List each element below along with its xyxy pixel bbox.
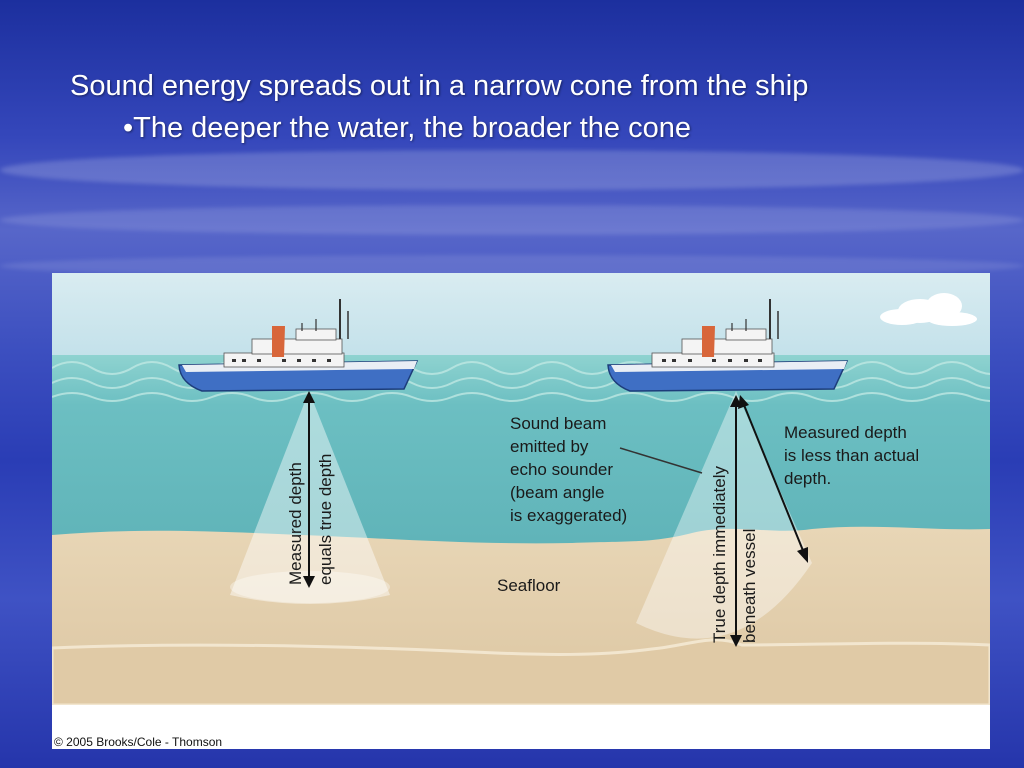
label-sound-beam-3: echo sounder <box>510 460 613 479</box>
sound-cone-right <box>636 391 812 639</box>
background-streak <box>0 205 1024 235</box>
label-sound-beam-4: (beam angle <box>510 483 605 502</box>
slide-bullet: •The deeper the water, the broader the c… <box>123 112 691 144</box>
beam-callout-line <box>619 447 703 474</box>
measured-depth-arrow <box>738 395 808 563</box>
label-measured-depth-left: Measured depth <box>286 462 305 585</box>
label-true-depth-2: beneath vessel <box>740 529 759 643</box>
label-seafloor: Seafloor <box>497 576 561 595</box>
slide-title: Sound energy spreads out in a narrow con… <box>70 70 809 102</box>
depth-arrow-left <box>303 391 315 588</box>
bedrock-layer <box>52 638 990 705</box>
label-equals-true-depth: equals true depth <box>316 454 335 585</box>
ship-left <box>178 299 419 392</box>
label-sound-beam-1: Sound beam <box>510 414 606 433</box>
ship-right <box>607 299 849 392</box>
label-measured-less-2: is less than actual <box>784 446 919 465</box>
background-streak <box>0 150 1024 190</box>
credit-bar: © 2005 Brooks/Cole - Thomson <box>52 705 990 749</box>
cone-footprint-left <box>230 571 390 603</box>
background-streak <box>0 255 1024 277</box>
label-true-depth-1: True depth immediately <box>710 465 729 643</box>
label-measured-less-3: depth. <box>784 469 831 488</box>
sky <box>52 273 990 358</box>
label-sound-beam-2: emitted by <box>510 437 589 456</box>
copyright-credit: © 2005 Brooks/Cole - Thomson <box>54 735 223 749</box>
label-sound-beam-5: is exaggerated) <box>510 506 627 525</box>
cloud-icon <box>880 293 977 326</box>
diagram-svg: Measured depth equals true depth Sound b… <box>52 273 990 705</box>
label-measured-less-1: Measured depth <box>784 423 907 442</box>
echo-sounder-diagram: Measured depth equals true depth Sound b… <box>52 273 990 705</box>
